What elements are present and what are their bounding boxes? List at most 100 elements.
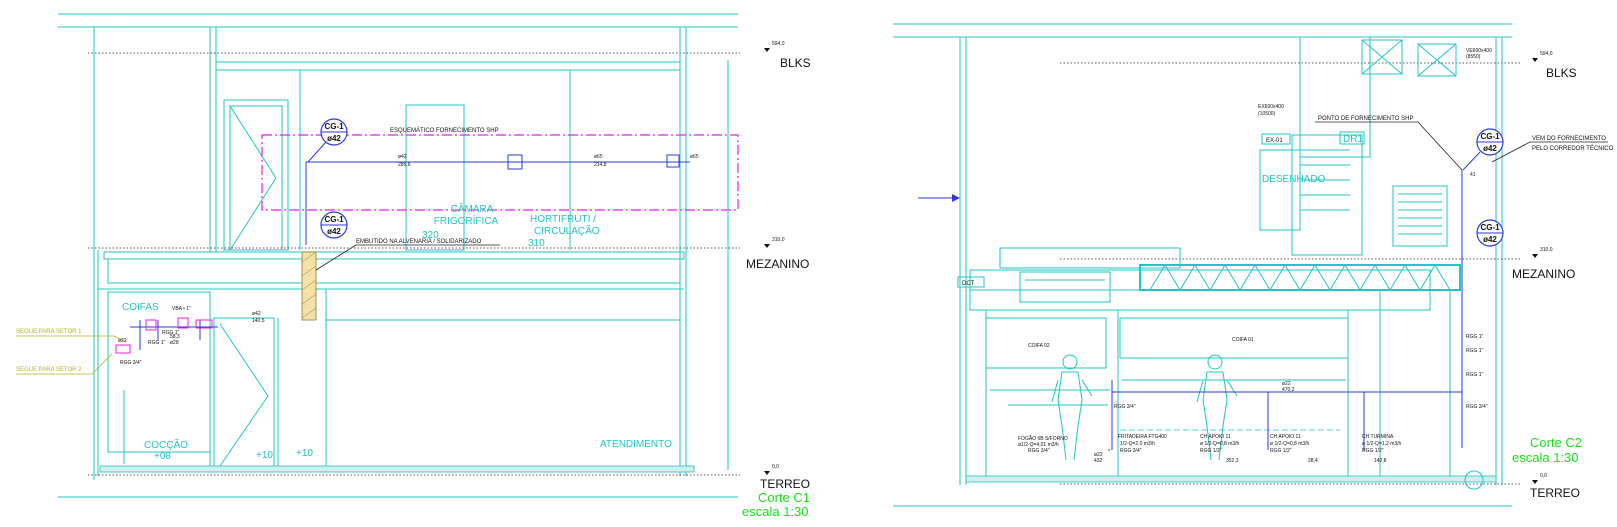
valve-rgg34: RGG 3/4": [120, 360, 142, 366]
valve-vb: VBA • 1": [172, 306, 191, 312]
svg-text:RGG 3/4": RGG 3/4": [1120, 448, 1142, 454]
tag-desenhado: DESENHADO: [1262, 174, 1326, 185]
room-frigorifica: FRIGORÍFICA: [434, 214, 499, 227]
svg-text:RGG 1": RGG 1": [1466, 348, 1484, 354]
svg-text:142,8: 142,8: [1374, 458, 1387, 464]
svg-text:CG-1: CG-1: [1480, 132, 1500, 141]
tag-ex01: EX-01: [1266, 138, 1283, 144]
note-ex600: EX600x400: [1258, 104, 1284, 110]
chef-figure-icon: [1196, 354, 1238, 461]
room-hortifruti: HORTIFRUTI /: [530, 214, 596, 225]
svg-text:CH TURMINA: CH TURMINA: [1362, 434, 1394, 440]
svg-text:310,0: 310,0: [772, 237, 785, 243]
svg-text:RGG 3/4": RGG 3/4": [1028, 448, 1050, 454]
svg-text:(10500): (10500): [1258, 111, 1276, 117]
svg-text:0,0: 0,0: [1540, 473, 1547, 479]
valve-rgg1b: RGG 1": [148, 340, 166, 346]
equip-ch-turmina: CH TURMINA ø 1/2-Q=1,2 m3/h RGG 1/2": [1362, 434, 1402, 454]
note-segue-setor-1: SEGUE PARA SETOR 1: [16, 329, 82, 335]
svg-text:310,0: 310,0: [1540, 247, 1553, 253]
note-esquematico: ESQUEMÁTICO FORNECIMENTO SHP: [390, 127, 499, 134]
cg1-label: CG-1: [324, 122, 344, 131]
pipe-dia-42b: ø42: [252, 311, 261, 317]
pipe-len-1: 285,6: [398, 162, 411, 168]
cg1-tag-c2-upper: CG-1 ø42: [1462, 128, 1504, 171]
chef-figure-icon: [1051, 354, 1093, 461]
svg-text:RGG 1/2": RGG 1/2": [1270, 448, 1292, 454]
level-mark-10b: +10: [296, 448, 313, 459]
room-coifas: COIFAS: [122, 302, 159, 313]
level-label-blks-c2: BLKS: [1546, 66, 1577, 80]
note-vem-fornecimento: VEM DO FORNECIMENTO: [1532, 136, 1606, 142]
section-title-c1: Corte C1: [758, 490, 810, 505]
pipe-len-58: 58,3: [170, 334, 180, 340]
svg-text:ø42: ø42: [1483, 144, 1497, 153]
section-c1: CG-1 ø42 CG-1 ø42 ESQUEMÁTICO FORNECIMEN…: [16, 13, 811, 519]
svg-text:RGG 1/2": RGG 1/2": [1362, 448, 1384, 454]
svg-text:(8550): (8550): [1466, 54, 1481, 60]
gas-fittings-cluster: [115, 317, 218, 354]
room-camara-level: 320: [422, 230, 439, 241]
svg-text:RGG 1/2": RGG 1/2": [1200, 448, 1222, 454]
section-c2: CG-1 ø42 CG-1 ø42 PONTO DE FORNECIMENTO …: [893, 23, 1614, 507]
svg-text:594,0: 594,0: [772, 41, 785, 47]
pipe-len-2: 214,8: [594, 162, 607, 168]
note-embutido: EMBUTIDO NA ALVENARIA / SOLIDARIZADO: [356, 239, 482, 245]
level-terreo-c2: 0,0 TERREO: [1530, 473, 1580, 500]
svg-text:ø 1/2-Q=0,8 m3/h: ø 1/2-Q=0,8 m3/h: [1270, 441, 1310, 447]
equip-fritadeira: FRITADEIRA FTG400 1/2-Q=2,0 m3/h RGG 3/4…: [1118, 434, 1167, 454]
level-blks-c2: 594,0 BLKS: [1532, 51, 1577, 80]
level-terreo-c1: 0,0 TERREO: [760, 464, 810, 491]
level-mezanino-c2: 310,0 MEZANINO: [1512, 247, 1575, 281]
section-scale-c2: escala 1:30: [1512, 450, 1579, 465]
level-mark-10a: +10: [256, 450, 273, 461]
svg-text:28,4: 28,4: [1308, 458, 1318, 464]
valve-rgg1: RGG 1": [162, 330, 180, 336]
note-corredor-tecnico: PELO CORREDOR TÉCNICO: [1532, 145, 1614, 152]
level-label-terreo: TERREO: [760, 477, 810, 491]
level-label-mezanino-c2: MEZANINO: [1512, 267, 1575, 281]
cg1-diameter: ø42: [327, 134, 341, 143]
note-ponto-fornecimento: PONTO DE FORNECIMENTO SHP: [1318, 116, 1413, 122]
equip-ch-apoio-1: CH APOIO 11 ø 1/2-Q=0,8 m3/h RGG 1/2": [1200, 434, 1240, 454]
room-circulacao: CIRCULAÇÃO: [534, 224, 600, 237]
pipe-dia-65b: ø65: [690, 154, 699, 160]
level-mezanino-c1: 310,0 MEZANINO: [746, 237, 809, 271]
pipe-dia-42: ø42: [398, 154, 407, 160]
label-coifa-01: COIFA 01: [1232, 337, 1254, 343]
room-hortifruti-level: 310: [528, 238, 545, 249]
pipe-dia-22: ø22: [118, 338, 127, 344]
note-ve600: VE600x400: [1466, 48, 1492, 54]
svg-text:594,0: 594,0: [1540, 51, 1553, 57]
svg-text:CH APOIO 11: CH APOIO 11: [1200, 434, 1231, 440]
cg1-diameter: ø42: [327, 227, 341, 236]
svg-text:ø22: ø22: [1094, 452, 1103, 458]
label-coifa-02: COIFA 02: [1028, 343, 1050, 349]
svg-text:1/2-Q=2,0 m3/h: 1/2-Q=2,0 m3/h: [1120, 441, 1155, 447]
svg-text:RGG 1": RGG 1": [1466, 372, 1484, 378]
svg-text:ø42: ø42: [1483, 235, 1497, 244]
svg-text:CH APOIO 11: CH APOIO 11: [1270, 434, 1301, 440]
svg-text:ø 1/2-Q=1,2 m3/h: ø 1/2-Q=1,2 m3/h: [1362, 441, 1402, 447]
room-camara: CÂMARA: [451, 202, 494, 215]
level-label-blks: BLKS: [780, 56, 811, 70]
svg-text:RGG 1": RGG 1": [1466, 334, 1484, 340]
svg-text:ø22: ø22: [1282, 381, 1291, 387]
svg-text:352,3: 352,3: [1226, 458, 1239, 464]
pipe-dia-65: ø65: [594, 154, 603, 160]
room-coccao-level: +08: [154, 451, 171, 462]
svg-text:432: 432: [1094, 458, 1103, 464]
room-atendimento: ATENDIMENTO: [600, 439, 672, 450]
level-label-terreo-c2: TERREO: [1530, 486, 1580, 500]
level-blks-c1: 594,0 BLKS: [764, 41, 811, 70]
section-scale-c1: escala 1:30: [742, 504, 809, 519]
room-coccao: COCÇÃO: [144, 438, 188, 451]
cg1-tag-c2-lower: CG-1 ø42: [1476, 219, 1504, 247]
svg-text:41: 41: [1470, 172, 1476, 178]
section-title-c2: Corte C2: [1530, 435, 1582, 450]
tag-dct: DCT: [962, 281, 975, 287]
svg-text:RGG 3/4": RGG 3/4": [1114, 404, 1136, 410]
svg-text:0,0: 0,0: [772, 464, 779, 470]
equip-ch-apoio-2: CH APOIO 11 ø 1/2-Q=0,8 m3/h RGG 1/2": [1270, 434, 1310, 454]
